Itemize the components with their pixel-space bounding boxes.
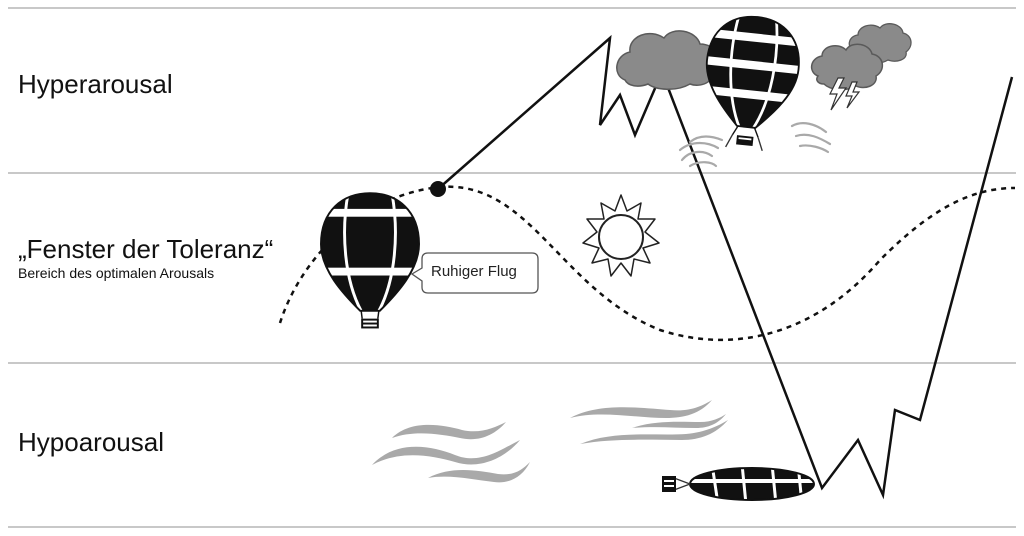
wind-icon bbox=[570, 400, 728, 444]
callout-bubble bbox=[410, 252, 539, 294]
sun-icon bbox=[582, 194, 660, 277]
optimal-arousal-wave bbox=[278, 185, 1016, 342]
hot-air-balloon-icon bbox=[320, 192, 420, 329]
lightning-icon bbox=[845, 81, 861, 109]
wind-icon bbox=[372, 422, 530, 483]
storm-cloud-icon bbox=[810, 23, 912, 91]
callout-text: Ruhiger Flug bbox=[431, 263, 517, 280]
hypoarousal-label: Hypoarousal bbox=[18, 427, 164, 457]
wind-icon bbox=[678, 135, 724, 168]
wind-icon bbox=[790, 122, 832, 154]
window-of-tolerance-label: „Fenster der Toleranz“ bbox=[18, 234, 274, 264]
deflated-balloon-icon bbox=[662, 467, 815, 501]
zone-dividers bbox=[8, 7, 1016, 528]
arousal-trajectory-line bbox=[437, 34, 1014, 500]
window-of-tolerance-subtitle: Bereich des optimalen Arousals bbox=[18, 265, 215, 281]
trajectory-start-dot bbox=[430, 181, 446, 197]
storm-cloud-icon bbox=[616, 30, 719, 90]
lightning-icon bbox=[829, 77, 848, 111]
hyperarousal-label: Hyperarousal bbox=[18, 69, 173, 99]
